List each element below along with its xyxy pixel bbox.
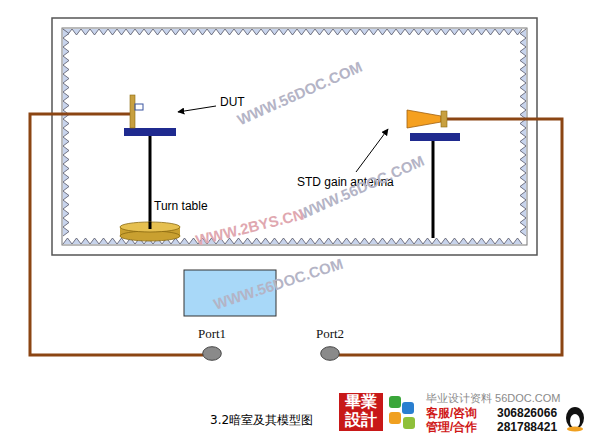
logo-piece bbox=[403, 417, 415, 429]
leader-arrow bbox=[178, 106, 216, 112]
port-circle bbox=[203, 347, 222, 361]
logo-text: 客服/咨询 bbox=[426, 407, 477, 421]
penguin-icon bbox=[570, 414, 580, 428]
absorber-cone bbox=[520, 29, 526, 236]
absorber-cone bbox=[63, 29, 69, 236]
callout-label: DUT bbox=[220, 96, 245, 110]
logo-text: 管理/合作 bbox=[426, 421, 477, 435]
logo-box bbox=[339, 393, 383, 431]
watermark: WWW.56DOC.COM bbox=[211, 255, 345, 313]
dut-antenna bbox=[130, 95, 135, 128]
port-label: Port1 bbox=[198, 326, 226, 342]
stand-pole bbox=[432, 141, 435, 238]
callout-label: Turn table bbox=[154, 200, 208, 214]
penguin-icon bbox=[566, 407, 584, 429]
watermark: WWW.2BYS.CN bbox=[194, 205, 306, 249]
horn-mount bbox=[441, 111, 447, 127]
logo-piece bbox=[389, 396, 401, 408]
chamber-wall bbox=[52, 18, 537, 255]
cable bbox=[30, 114, 203, 355]
port-label: Port2 bbox=[316, 326, 344, 342]
turntable bbox=[120, 231, 180, 241]
logo-text: 畢業設計 bbox=[341, 393, 381, 428]
stand-plate bbox=[124, 128, 176, 136]
stand-pole bbox=[149, 222, 152, 229]
figure-caption: 3.2暗室及其模型图 bbox=[210, 414, 313, 428]
logo-piece bbox=[389, 412, 401, 424]
port-circle bbox=[202, 346, 222, 361]
turntable bbox=[120, 222, 180, 232]
penguin-icon bbox=[567, 427, 583, 432]
logo-piece bbox=[402, 402, 414, 414]
watermark: WWW.56DOC.COM bbox=[234, 58, 364, 129]
leader-arrow bbox=[356, 129, 388, 172]
horn-antenna bbox=[407, 110, 441, 128]
logo-text: 306826066 bbox=[497, 407, 557, 421]
port-terminal: Port2 bbox=[320, 346, 340, 361]
dut-element bbox=[135, 104, 143, 110]
port-circle bbox=[320, 346, 340, 361]
logo-text: 毕业设计资料 56DOC.COM bbox=[426, 392, 560, 405]
stand-plate bbox=[410, 133, 460, 141]
absorber-cone bbox=[63, 29, 522, 35]
port-terminal: Port1 bbox=[202, 346, 222, 361]
cable bbox=[339, 119, 562, 355]
port-circle bbox=[321, 347, 340, 361]
logo-text: 281788421 bbox=[497, 421, 557, 435]
stand-pole bbox=[149, 135, 152, 229]
